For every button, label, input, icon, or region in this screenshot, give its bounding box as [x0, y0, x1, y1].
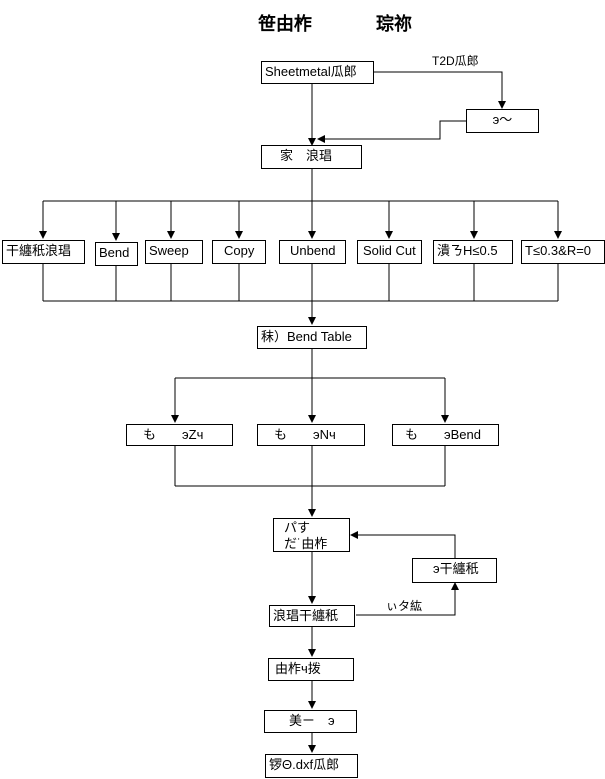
- node-branch-3: Sweep: [145, 240, 203, 264]
- node-check-2: も эNч: [257, 424, 365, 446]
- node-verify: 浪琩干纏秖: [269, 605, 355, 627]
- node-dim: 美ㄧ э: [264, 710, 357, 733]
- node-config: 家 浪琩: [261, 145, 362, 169]
- label-t2d: T2D瓜郎: [432, 54, 479, 68]
- edge-t2d-side: [374, 71, 506, 109]
- label-loop: ぃタ紘: [386, 599, 423, 613]
- node-branch-1: 干纏秖浪琩: [2, 240, 85, 264]
- node-sheetmetal: Sheetmetal瓜郎: [261, 61, 374, 84]
- node-flat: 由柞ч拨: [268, 658, 354, 681]
- node-branch-6: Solid Cut: [357, 240, 422, 264]
- node-branch-5: Unbend: [279, 240, 346, 264]
- node-check-1: も эZч: [126, 424, 233, 446]
- node-branch-7: 潰ㄋH≤0.5: [433, 240, 513, 264]
- node-branch-4: Copy: [212, 240, 266, 264]
- node-bend-table: 秣）Bend Table: [257, 326, 367, 349]
- node-dxf: 锣Θ.dxf瓜郎: [265, 754, 358, 778]
- edge-side-return: [317, 120, 466, 143]
- edge-loop-up: [356, 582, 459, 616]
- node-inspect: パす だ˙由柞: [273, 518, 350, 552]
- edge-loop-back: [350, 531, 456, 558]
- title-left: 笹由柞: [258, 14, 312, 35]
- node-branch-2: Bend: [95, 242, 138, 266]
- diagram-title: 笹由柞 琮祢: [0, 10, 605, 40]
- title-right: 琮祢: [376, 14, 412, 35]
- node-side-2: э干纏秖: [412, 558, 497, 583]
- node-side-1: э〜: [466, 109, 539, 133]
- node-check-3: も эBend: [392, 424, 499, 446]
- node-branch-8: T≤0.3&R=0: [521, 240, 605, 264]
